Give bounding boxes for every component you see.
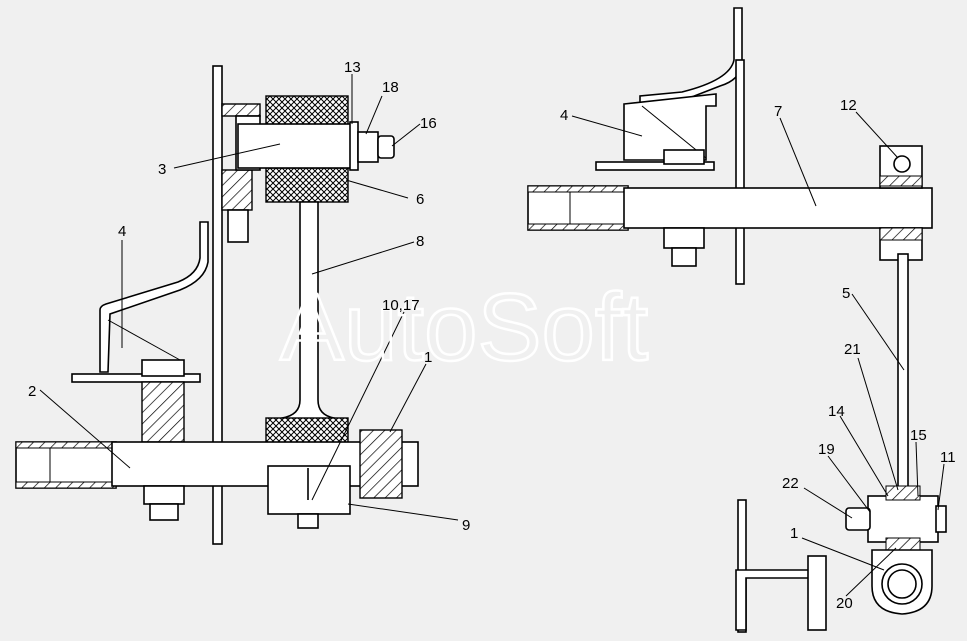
label-9: 9 — [462, 517, 470, 534]
label-3: 3 — [158, 161, 166, 178]
bolt-head-22 — [845, 507, 871, 531]
label-6: 6 — [416, 191, 424, 208]
label-4-right: 4 — [560, 107, 568, 124]
watermark: AutoSoft — [280, 274, 648, 381]
tube-right — [527, 185, 629, 231]
bolt-head-right — [663, 149, 705, 165]
bolt-3 — [237, 123, 357, 169]
label-10-17: 10,17 — [382, 297, 420, 314]
bolt-end-lower-left — [149, 503, 179, 521]
bolt-end-16 — [377, 135, 395, 159]
nut-lower-left — [143, 485, 185, 505]
label-1-right: 1 — [790, 525, 798, 542]
joint-block — [867, 495, 939, 543]
tube-2 — [15, 441, 117, 489]
upper-bushing-top — [265, 95, 349, 127]
label-7: 7 — [774, 103, 782, 120]
clamp-9 — [267, 465, 351, 515]
bracket-12-hatch — [879, 175, 923, 187]
left-view — [15, 65, 419, 545]
leader-lines — [39, 74, 945, 597]
bushing-14 — [885, 485, 921, 501]
tube-right-wall-top — [527, 185, 629, 193]
nut-18 — [357, 131, 379, 163]
upper-bracket-block — [221, 169, 253, 211]
label-16: 16 — [420, 115, 437, 132]
label-20: 20 — [836, 595, 853, 612]
tube-right-wall-bottom — [527, 223, 629, 231]
washer-11 — [935, 505, 947, 533]
label-13: 13 — [344, 59, 361, 76]
top-bracket — [221, 103, 261, 117]
bolt-head-upper — [141, 359, 185, 377]
label-19: 19 — [818, 441, 835, 458]
bolt-block — [141, 381, 185, 443]
right-view — [527, 7, 947, 633]
panel-upper — [735, 59, 745, 285]
channel-web — [807, 555, 827, 631]
lower-bushing — [265, 417, 349, 445]
label-4-left: 4 — [118, 223, 126, 240]
label-14: 14 — [828, 403, 845, 420]
nut-right — [663, 227, 705, 249]
label-12: 12 — [840, 97, 857, 114]
mounting-plate — [71, 373, 201, 383]
panel-top-curve — [639, 7, 743, 105]
label-11: 11 — [940, 449, 956, 466]
part-1-block — [359, 429, 403, 499]
bolt-10-17 — [297, 513, 319, 529]
bracket-4-left — [99, 221, 209, 373]
label-8: 8 — [416, 233, 424, 250]
rod-5 — [897, 253, 909, 489]
label-22: 22 — [782, 475, 799, 492]
upper-bushing-bottom — [265, 167, 349, 203]
frame-plate-left — [212, 65, 223, 545]
tube-wall-bottom — [15, 481, 117, 489]
bolt-12-head — [893, 155, 911, 173]
bracket-gusset — [107, 319, 181, 361]
label-21: 21 — [844, 341, 861, 358]
shaft-7 — [623, 187, 933, 229]
washer-13 — [349, 121, 359, 171]
bracket-12-lower-hatch — [879, 227, 923, 241]
channel-bottom — [735, 569, 811, 631]
label-5: 5 — [842, 285, 850, 302]
bolt-end-right — [671, 247, 697, 267]
callout-labels: 13 18 16 3 6 4 8 10,17 1 2 9 4 7 12 5 21… — [28, 59, 956, 612]
upper-bracket-lower — [227, 209, 249, 243]
label-15: 15 — [910, 427, 927, 444]
eye-ring-inner — [887, 569, 917, 599]
panel-lower — [737, 499, 747, 633]
label-18: 18 — [382, 79, 399, 96]
label-1-left: 1 — [424, 349, 432, 366]
label-2: 2 — [28, 383, 36, 400]
mount-plate-right — [595, 161, 715, 171]
